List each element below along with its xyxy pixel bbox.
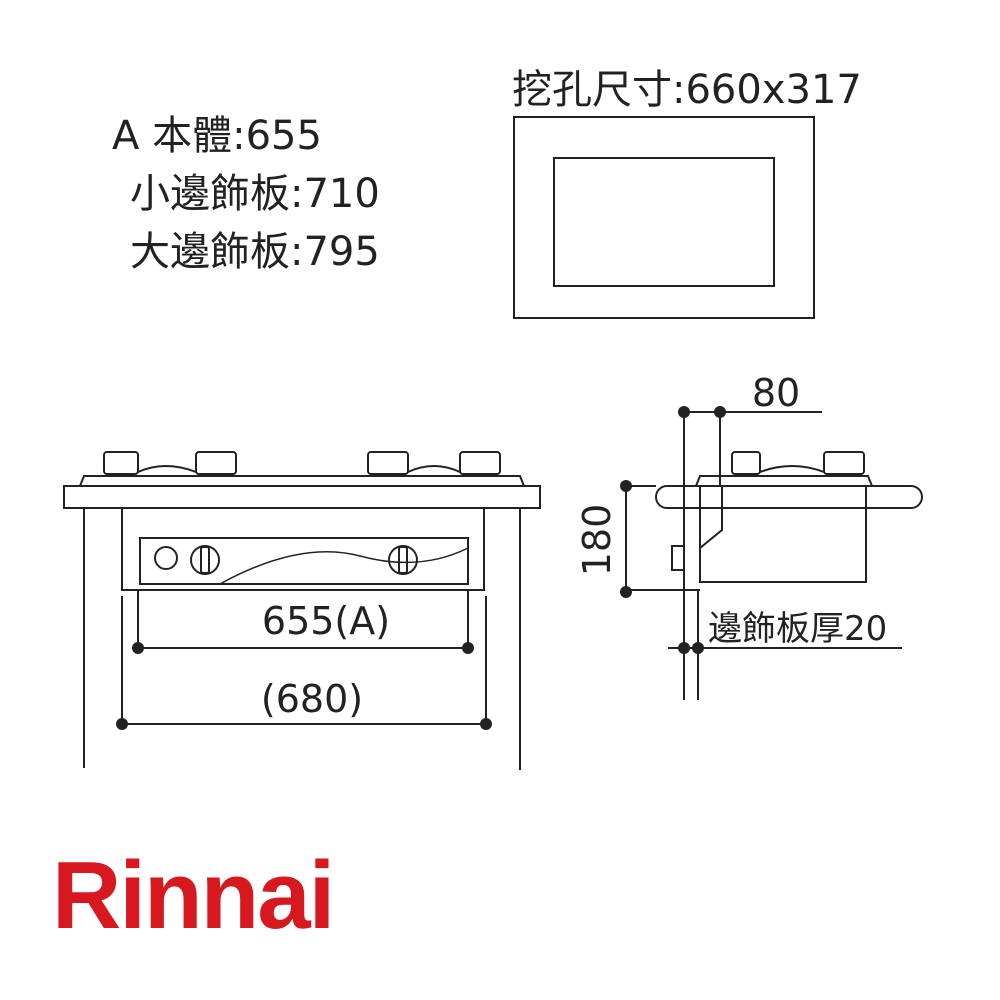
control-panel [139, 537, 469, 585]
burner-left [137, 465, 197, 473]
cooktop-body [121, 507, 485, 591]
trim-thickness-label: 邊飾板厚20 [708, 609, 887, 649]
brand-logo: Rinnai [52, 842, 335, 949]
trim-plate [63, 485, 541, 509]
dim-label-655a: 655(A) [262, 599, 390, 643]
burner-right [407, 465, 461, 473]
dim-label-680: (680) [261, 677, 363, 721]
panel-wave [219, 547, 469, 585]
spec-small-trim-value: 710 [303, 171, 380, 217]
dim-label-180: 180 [575, 504, 619, 577]
side-knob [671, 545, 685, 571]
knob-left-icon [190, 545, 220, 575]
side-view [624, 410, 923, 700]
cutout-hole [553, 157, 775, 287]
cutout-title: 挖孔尺寸:660x317 [512, 67, 862, 113]
cutout-outer-frame [513, 116, 815, 319]
spec-body-size: A 本體:655 [112, 113, 322, 159]
glass-top [78, 475, 526, 487]
burner-grate-4 [459, 451, 501, 475]
burner-grate-1 [103, 451, 139, 475]
knob-right-icon [388, 545, 418, 575]
spec-body-value: 655 [245, 113, 322, 159]
burner-grate-3 [367, 451, 409, 475]
cutout-label: 挖孔尺寸 [512, 67, 672, 113]
spec-small-trim: 小邊飾板:710 [130, 171, 380, 217]
side-trim-plate [655, 485, 923, 509]
spec-large-trim-value: 795 [303, 229, 380, 275]
spec-large-trim-label: 大邊飾板 [130, 229, 290, 275]
burner-grate-2 [195, 451, 237, 475]
ignition-icon [154, 546, 178, 570]
cutout-value: 660x317 [685, 67, 862, 113]
spec-small-trim-label: 小邊飾板 [130, 171, 290, 217]
front-view [63, 451, 541, 770]
spec-body-label: A 本體 [112, 113, 233, 159]
dim-label-80: 80 [752, 371, 800, 415]
dimension-markers [116, 406, 726, 730]
side-body [699, 485, 867, 583]
spec-large-trim: 大邊飾板:795 [130, 229, 380, 275]
